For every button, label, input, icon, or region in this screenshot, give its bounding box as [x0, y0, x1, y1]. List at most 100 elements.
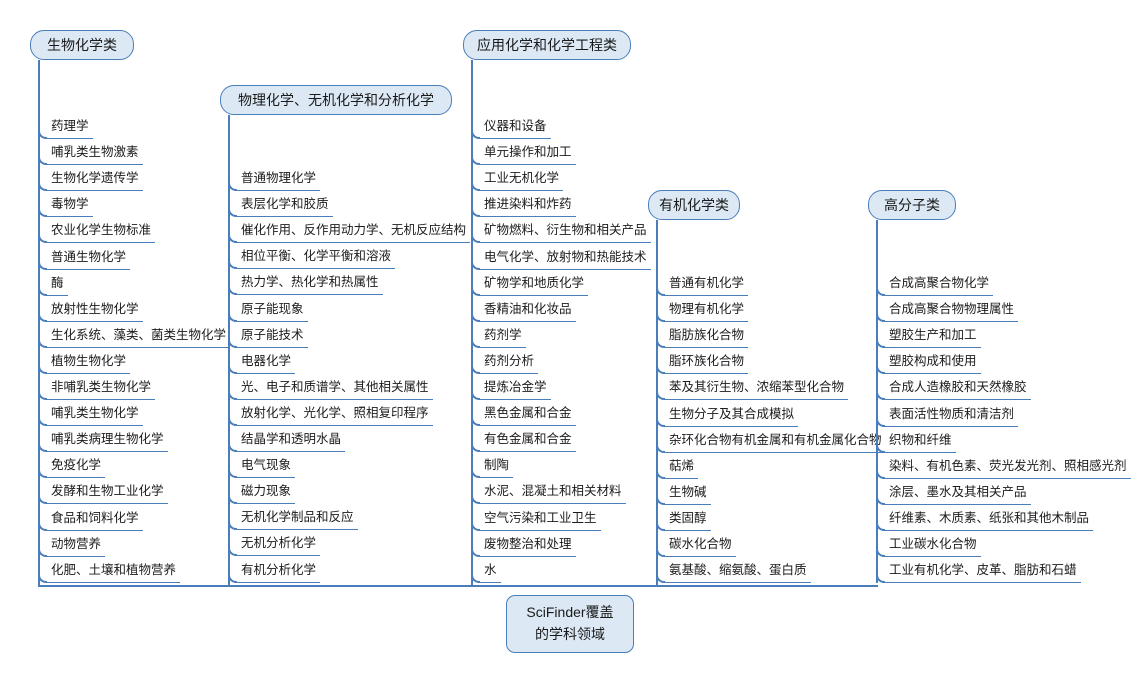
leaf-connector-icon — [876, 504, 885, 531]
leaf-connector-icon — [228, 426, 237, 452]
leaf-connector-icon — [876, 452, 885, 479]
leaf-item-label: 合成高聚合物化学 — [885, 272, 994, 296]
leaf-item-label: 药理学 — [47, 115, 93, 139]
leaf-item-label: 相位平衡、化学平衡和溶液 — [237, 245, 396, 270]
leaf-connector-icon — [471, 556, 480, 583]
leaf-item-label: 药剂学 — [480, 324, 526, 348]
leaf-connector-icon — [38, 504, 47, 531]
leaf-connector-icon — [876, 426, 885, 453]
leaf-item-label: 动物营养 — [47, 533, 106, 557]
leaf-item-label: 普通物理化学 — [237, 167, 321, 191]
branch-header-physical-inorganic-analytical[interactable]: 物理化学、无机化学和分析化学 — [220, 85, 452, 115]
branch-header-biochemistry[interactable]: 生物化学类 — [30, 30, 134, 60]
leaf-item-label: 无机分析化学 — [237, 532, 321, 557]
diagram-spine — [38, 585, 878, 587]
leaf-item-label: 有机分析化学 — [237, 559, 321, 583]
leaf-item-label: 黑色金属和合金 — [480, 402, 576, 427]
branch-header-macromolecular[interactable]: 高分子类 — [868, 190, 956, 220]
leaf-item-label: 普通有机化学 — [665, 272, 749, 296]
leaf-item-label: 哺乳类生物激素 — [47, 141, 143, 166]
leaf-connector-icon — [471, 374, 480, 400]
leaf-item-label: 生物分子及其合成模拟 — [665, 403, 799, 427]
leaf-item-label: 酶 — [47, 272, 68, 296]
leaf-connector-icon — [656, 452, 665, 479]
leaf-item-label: 表面活性物质和清洁剂 — [885, 403, 1019, 427]
leaf-item-label: 萜烯 — [665, 455, 699, 479]
leaf-item-label: 发酵和生物工业化学 — [47, 480, 168, 505]
leaf-connector-icon — [228, 243, 237, 270]
leaf-connector-icon — [656, 348, 665, 375]
leaf-connector-icon — [471, 321, 480, 348]
branch-header-label: 应用化学和化学工程类 — [477, 36, 617, 53]
leaf-item-label: 免疫化学 — [47, 454, 106, 479]
leaf-item-label: 非哺乳类生物化学 — [47, 376, 156, 400]
leaf-connector-icon — [471, 269, 480, 296]
leaf-connector-icon — [656, 322, 665, 349]
leaf-item-label: 普通生物化学 — [47, 246, 131, 270]
leaf-item-label: 脂肪族化合物 — [665, 324, 749, 349]
leaf-connector-icon — [471, 452, 480, 479]
leaf-connector-icon — [471, 530, 480, 557]
branch-header-applied-chemical-engineering[interactable]: 应用化学和化学工程类 — [463, 30, 631, 60]
leaf-connector-icon — [471, 243, 480, 270]
leaf-item-label: 磁力现象 — [237, 480, 296, 505]
branch-header-label: 高分子类 — [884, 196, 940, 213]
leaf-connector-icon — [38, 295, 47, 322]
leaf-item-label: 氨基酸、缩氨酸、蛋白质 — [665, 559, 811, 584]
leaf-connector-icon — [228, 269, 237, 296]
branch-header-label: 有机化学类 — [659, 196, 729, 213]
leaf-connector-icon — [228, 165, 237, 191]
root-node[interactable]: SciFinder覆盖 的学科领域 — [506, 595, 634, 653]
branch-header-organic[interactable]: 有机化学类 — [648, 190, 740, 220]
leaf-connector-icon — [471, 400, 480, 427]
leaf-connector-icon — [656, 504, 665, 531]
leaf-item-label: 工业无机化学 — [480, 167, 564, 192]
leaf-item-label: 脂环族化合物 — [665, 350, 749, 375]
leaf-connector-icon — [38, 139, 47, 166]
leaf-connector-icon — [38, 243, 47, 270]
leaf-item-label: 有色金属和合金 — [480, 428, 576, 453]
leaf-item-label: 表层化学和胶质 — [237, 193, 333, 218]
branch-header-label: 生物化学类 — [47, 36, 117, 53]
leaf-item-label: 结晶学和透明水晶 — [237, 428, 346, 452]
leaf-connector-icon — [38, 269, 47, 296]
leaf-item-label: 涂层、墨水及其相关产品 — [885, 481, 1031, 505]
leaf-connector-icon — [656, 557, 665, 584]
leaf-item-label: 废物整治和处理 — [480, 533, 576, 557]
leaf-connector-icon — [876, 348, 885, 375]
leaf-item-label: 合成人造橡胶和天然橡胶 — [885, 376, 1031, 401]
leaf-connector-icon — [656, 374, 665, 401]
leaf-connector-icon — [228, 556, 237, 583]
leaf-connector-icon — [38, 452, 47, 479]
leaf-item-label: 香精油和化妆品 — [480, 298, 576, 322]
leaf-connector-icon — [38, 478, 47, 505]
leaf-connector-icon — [656, 296, 665, 323]
leaf-connector-icon — [38, 556, 47, 583]
leaf-connector-icon — [38, 400, 47, 427]
leaf-connector-icon — [876, 531, 885, 557]
leaf-connector-icon — [38, 347, 47, 374]
leaf-item-label: 哺乳类病理生物化学 — [47, 428, 168, 453]
leaf-connector-icon — [38, 426, 47, 453]
leaf-item-label: 制陶 — [480, 454, 514, 479]
leaf-item-label: 催化作用、反作用动力学、无机反应结构 — [237, 219, 471, 244]
leaf-connector-icon — [656, 478, 665, 505]
leaf-item-label: 碳水化合物 — [665, 533, 736, 557]
leaf-connector-icon — [228, 373, 237, 400]
leaf-item-label: 塑胶生产和加工 — [885, 324, 981, 349]
leaf-connector-icon — [228, 321, 237, 348]
leaf-item-label: 水 — [480, 559, 501, 583]
leaf-connector-icon — [38, 191, 47, 218]
leaf-connector-icon — [38, 530, 47, 557]
root-node-line-2: 的学科领域 — [535, 626, 605, 642]
leaf-item-label: 苯及其衍生物、浓缩苯型化合物 — [665, 376, 849, 401]
leaf-connector-icon — [876, 322, 885, 349]
leaf-item-label: 生物化学遗传学 — [47, 167, 143, 192]
leaf-connector-icon — [471, 139, 480, 166]
leaf-item-label: 工业有机化学、皮革、脂肪和石蜡 — [885, 559, 1081, 584]
leaf-item-label: 水泥、混凝土和相关材料 — [480, 480, 626, 505]
leaf-connector-icon — [656, 426, 665, 453]
branch-header-label: 物理化学、无机化学和分析化学 — [238, 91, 434, 108]
leaf-connector-icon — [471, 504, 480, 531]
